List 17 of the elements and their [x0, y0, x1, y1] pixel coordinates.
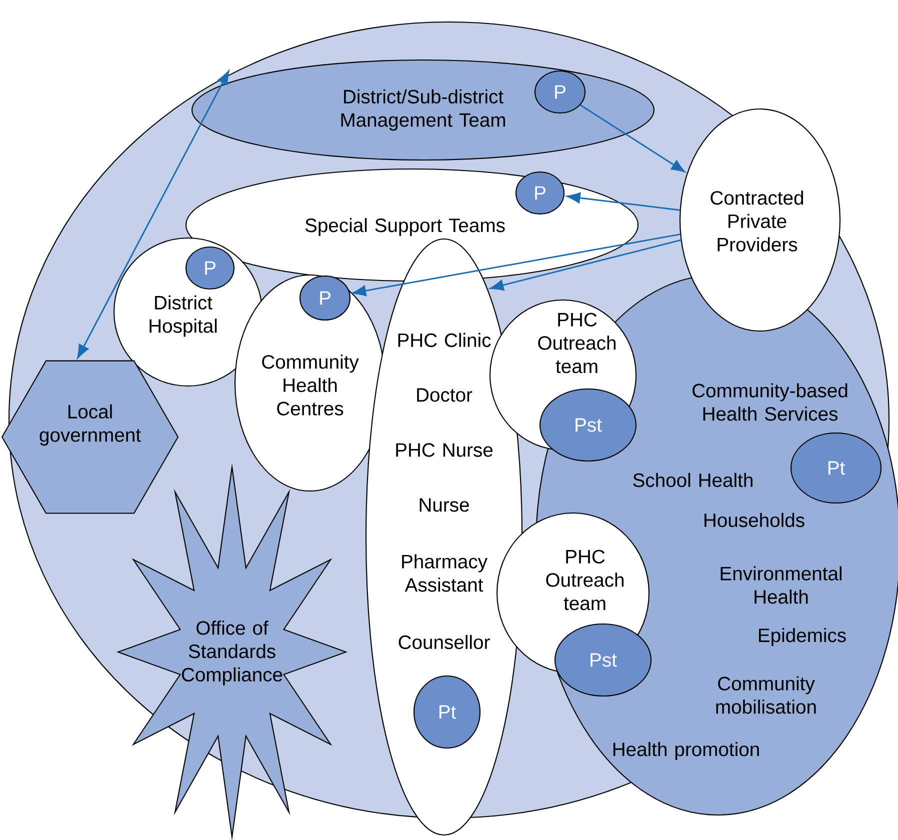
- node-label: PHC Clinic: [398, 332, 491, 348]
- pt-badge: Pt: [413, 675, 481, 749]
- hexagon: Local government: [1, 360, 179, 514]
- node-label: Counsellor: [398, 634, 490, 650]
- arrow: [490, 239, 681, 291]
- p-badge: P: [515, 171, 565, 215]
- pt-badge: Pt: [790, 432, 882, 504]
- p-badge: P: [299, 275, 351, 321]
- node-label: Pharmacy Assistant: [402, 554, 488, 592]
- arrow: [77, 70, 230, 358]
- node-label: Doctor: [417, 388, 472, 402]
- node-label: Nurse: [420, 498, 469, 512]
- arrow: [580, 104, 686, 172]
- arrow: [352, 234, 680, 296]
- p-badge: P: [534, 70, 586, 114]
- arrow: [566, 192, 680, 211]
- p-badge: P: [185, 246, 235, 290]
